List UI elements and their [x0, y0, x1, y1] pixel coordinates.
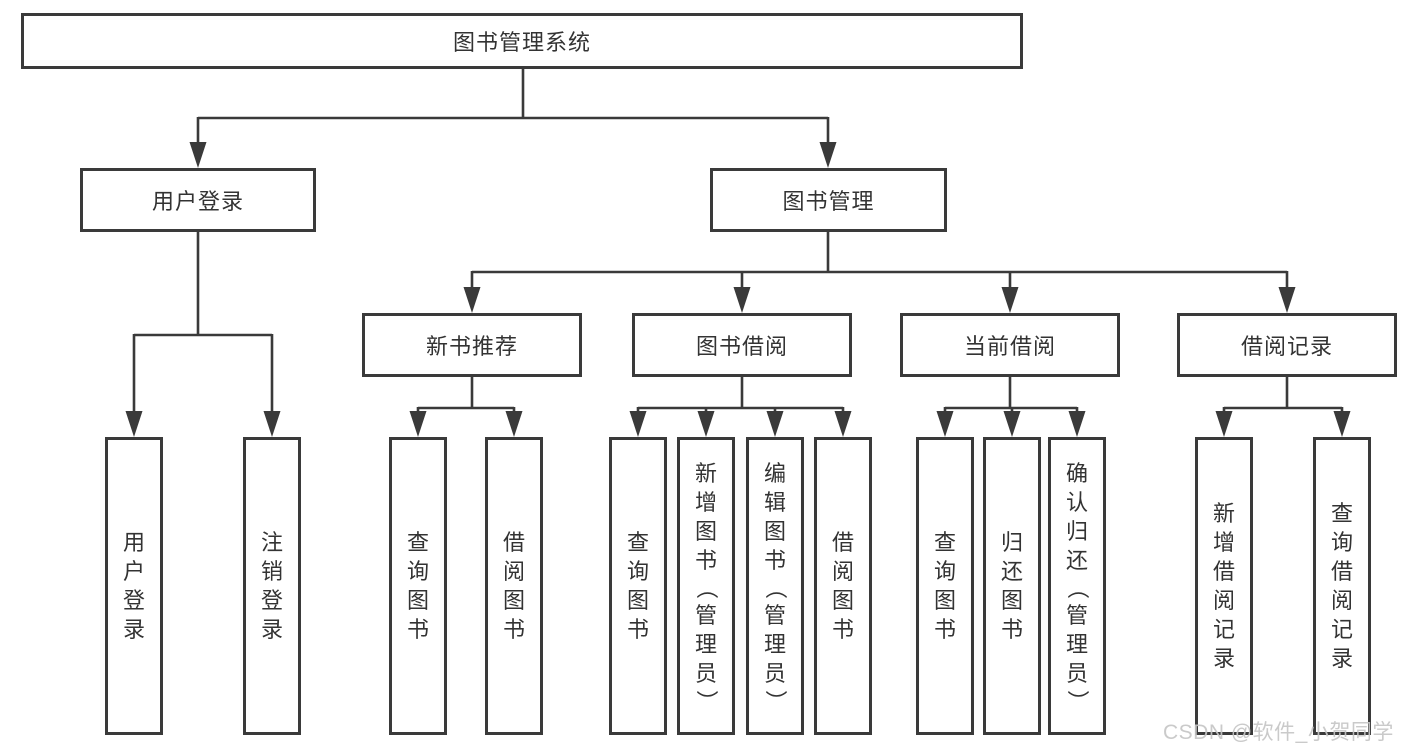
- leaf-confirm-return-admin-label: 确认归还（管理员）: [1064, 460, 1090, 712]
- node-borrowing-records: 借阅记录: [1177, 313, 1397, 377]
- node-current-borrowing-label: 当前借阅: [963, 334, 1056, 359]
- leaf-query-borrow-record: 查询借阅记录: [1313, 437, 1371, 735]
- node-user-login-label: 用户登录: [151, 189, 244, 214]
- leaf-borrow-books-recommend-label: 借阅图书: [502, 530, 525, 642]
- node-library-management-system-label: 图书管理系统: [452, 30, 591, 55]
- node-book-management: 图书管理: [710, 168, 947, 232]
- leaf-query-books-current: 查询图书: [916, 437, 974, 735]
- arrowheads: [125, 142, 1351, 437]
- leaf-add-books-admin: 新增图书（管理员）: [677, 437, 735, 735]
- node-user-login: 用户登录: [80, 168, 316, 232]
- node-book-borrowing: 图书借阅: [632, 313, 852, 377]
- leaf-return-books-label: 归还图书: [1000, 530, 1023, 642]
- node-book-management-label: 图书管理: [782, 189, 875, 214]
- node-book-borrowing-label: 图书借阅: [695, 334, 788, 359]
- leaf-return-books: 归还图书: [983, 437, 1041, 735]
- leaf-borrow-books-borrowing-label: 借阅图书: [831, 530, 854, 642]
- csdn-watermark: CSDN @软件_小贺同学: [1163, 721, 1394, 744]
- leaf-query-books-recommend-label: 查询图书: [406, 530, 429, 642]
- node-new-book-recommendation: 新书推荐: [362, 313, 582, 377]
- leaf-borrow-books-recommend: 借阅图书: [485, 437, 543, 735]
- leaf-user-login: 用户登录: [105, 437, 163, 735]
- leaf-logout-label: 注销登录: [260, 530, 283, 642]
- leaf-edit-books-admin: 编辑图书（管理员）: [746, 437, 804, 735]
- leaf-query-books-borrowing: 查询图书: [609, 437, 667, 735]
- leaf-add-books-admin-label: 新增图书（管理员）: [693, 460, 719, 712]
- node-current-borrowing: 当前借阅: [900, 313, 1120, 377]
- leaf-edit-books-admin-label: 编辑图书（管理员）: [762, 460, 788, 712]
- leaf-borrow-books-borrowing: 借阅图书: [814, 437, 872, 735]
- leaf-user-login-label: 用户登录: [122, 530, 145, 642]
- leaf-confirm-return-admin: 确认归还（管理员）: [1048, 437, 1106, 735]
- connector-strokes: [132, 69, 1344, 413]
- node-library-management-system: 图书管理系统: [21, 13, 1023, 69]
- node-borrowing-records-label: 借阅记录: [1240, 334, 1333, 359]
- leaf-query-books-recommend: 查询图书: [389, 437, 447, 735]
- leaf-add-borrow-record: 新增借阅记录: [1195, 437, 1253, 735]
- leaf-query-books-current-label: 查询图书: [933, 530, 956, 642]
- node-new-book-recommendation-label: 新书推荐: [425, 334, 518, 359]
- leaf-query-borrow-record-label: 查询借阅记录: [1330, 501, 1353, 671]
- leaf-add-borrow-record-label: 新增借阅记录: [1212, 501, 1235, 671]
- leaf-logout: 注销登录: [243, 437, 301, 735]
- leaf-query-books-borrowing-label: 查询图书: [626, 530, 649, 642]
